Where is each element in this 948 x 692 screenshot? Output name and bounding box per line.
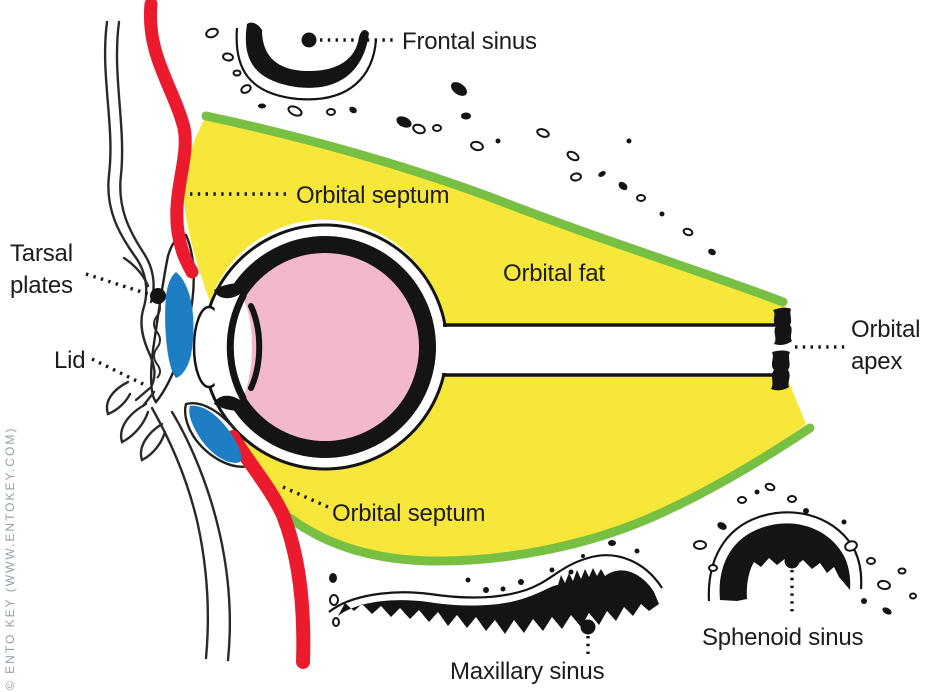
- lens-back-arc: [248, 303, 263, 391]
- orbital-fat-label: Orbital fat: [503, 260, 605, 287]
- tarsal-plates-label-line1: Tarsal: [10, 240, 73, 267]
- orbital-apex-label: Orbital apex: [851, 314, 920, 378]
- maxillary-sinus-label: Maxillary sinus: [450, 658, 605, 685]
- nerve-channel-body: [438, 327, 786, 373]
- upper-tarsal-plate: [165, 272, 194, 378]
- orbital-fat-lower-region: [233, 375, 806, 562]
- tarsal-plates-leader: [85, 272, 149, 296]
- orbital-fat-upper-region: [183, 116, 790, 325]
- orbital-septum-lower-label: Orbital septum: [332, 500, 486, 527]
- frontal-sinus-label: Frontal sinus: [402, 28, 537, 55]
- apex-lower-blob: [771, 350, 790, 391]
- lid-leader: [91, 357, 148, 388]
- orbital-septum-upper-line: [143, 0, 199, 279]
- orbital-floor-green-line: [285, 423, 815, 566]
- orbital-apex-label-line2: apex: [851, 348, 903, 375]
- frontal-sinus-shape: [235, 22, 378, 101]
- vitreous-pink: [231, 253, 419, 441]
- frontal-sinus-leader-dot: [301, 32, 317, 48]
- orbital-apex-label-line1: Orbital: [851, 316, 921, 343]
- maxillary-sinus-leader-dot: [580, 619, 596, 635]
- orbital-septum-upper-label: Orbital septum: [296, 182, 450, 209]
- tarsal-plates-label-line2: plates: [10, 272, 73, 299]
- maxillary-sinus-shape: [328, 554, 663, 634]
- ring-taper-lower: [214, 395, 247, 411]
- lens-front-arc: [226, 292, 247, 402]
- ring-taper-upper: [214, 283, 247, 299]
- apex-upper-blob: [773, 307, 792, 345]
- tarsal-plates-label: Tarsal plates: [10, 238, 73, 302]
- lid-label: Lid: [54, 347, 86, 374]
- lower-tarsal-plate: [189, 405, 242, 463]
- orbital-septum-lower-line: [226, 430, 311, 669]
- eyeball: [192, 223, 449, 471]
- optic-nerve-channel: [438, 323, 786, 377]
- bone-fragments: [205, 27, 917, 627]
- tarsal-plates-leader-dot: [150, 288, 166, 304]
- sphenoid-sinus-leader-dot: [784, 553, 800, 569]
- orbital-roof-green-line: [201, 111, 788, 307]
- orbital-septum-lower-leader: [282, 485, 329, 509]
- copyright-credit: © ENTO KEY (WWW.ENTOKEY.COM): [3, 426, 17, 690]
- sphenoid-sinus-label: Sphenoid sinus: [702, 624, 864, 651]
- leader-lines: [85, 32, 845, 654]
- skin-profile-lines: [103, 20, 232, 662]
- orbital-apex-shape: [771, 307, 792, 391]
- lid-crenulation-line: [153, 299, 161, 379]
- lens-body: [231, 298, 252, 396]
- sphenoid-sinus-shape: [707, 511, 863, 602]
